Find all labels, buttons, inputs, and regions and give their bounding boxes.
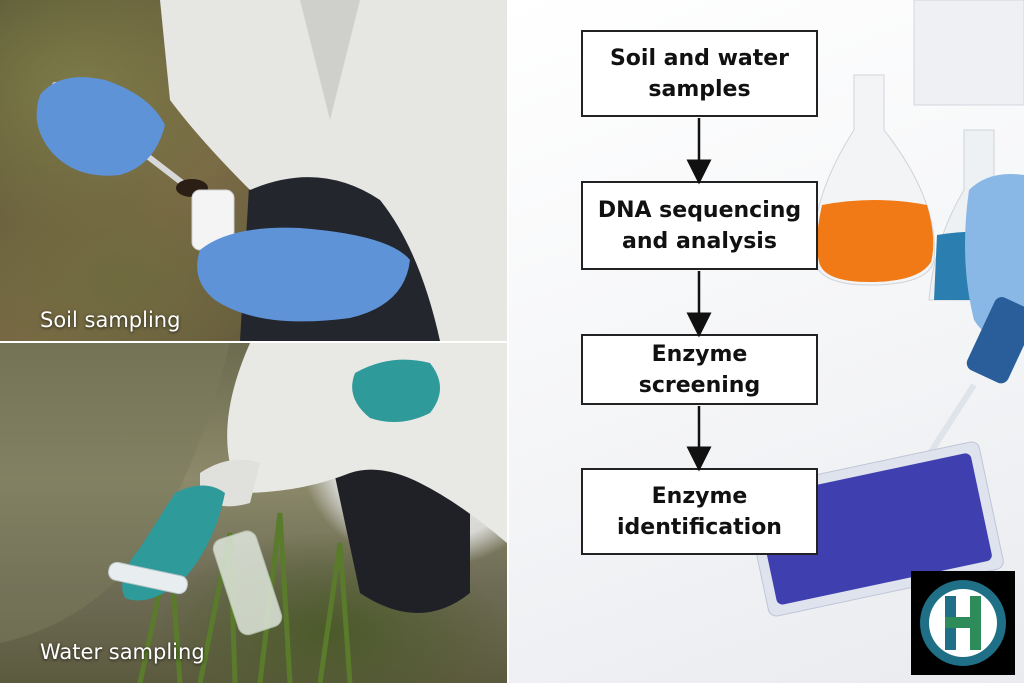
pipette-body-shape bbox=[966, 297, 1024, 384]
water-tube-shape bbox=[107, 561, 189, 595]
upper-glove-shape bbox=[352, 359, 440, 422]
coat-fold-shape bbox=[300, 0, 360, 120]
water-sampling-photo: Water sampling bbox=[0, 343, 507, 683]
horizontal-divider bbox=[0, 341, 507, 343]
flow-step-enzyme-identification: Enzyme identification bbox=[581, 468, 818, 555]
soil-sampling-photo: Soil sampling bbox=[0, 0, 507, 341]
flow-step-enzyme-identification-text: Enzyme identification bbox=[617, 483, 782, 540]
water-sampling-label: Water sampling bbox=[40, 640, 205, 664]
orange-liquid-shape bbox=[817, 200, 934, 282]
water-surface-shape bbox=[0, 343, 230, 643]
soil-sampling-illustration bbox=[36, 0, 507, 341]
soil-sampling-label: Soil sampling bbox=[40, 308, 181, 332]
flow-step-dna-sequencing: DNA sequencing and analysis bbox=[581, 181, 818, 270]
water-sampling-illustration bbox=[0, 343, 507, 683]
vertical-divider bbox=[507, 0, 509, 683]
lab-coat-shape bbox=[160, 0, 507, 341]
flow-step-enzyme-screening-text: Enzyme screening bbox=[638, 341, 761, 398]
logo-graphic bbox=[920, 580, 1006, 666]
pipette-glove-shape bbox=[965, 174, 1024, 341]
flow-step-samples-text: Soil and water samples bbox=[609, 45, 790, 102]
flow-step-enzyme-screening: Enzyme screening bbox=[581, 334, 818, 405]
water-bottle-shape bbox=[212, 530, 283, 636]
right-glove-shape bbox=[197, 227, 410, 322]
logo-crossbar bbox=[945, 617, 981, 628]
flow-step-samples: Soil and water samples bbox=[581, 30, 818, 117]
flow-step-dna-sequencing-text: DNA sequencing and analysis bbox=[597, 197, 802, 254]
left-glove-shape bbox=[36, 77, 166, 176]
h-monogram-logo-icon bbox=[911, 571, 1015, 675]
tube-rack-shape bbox=[913, 0, 1024, 106]
